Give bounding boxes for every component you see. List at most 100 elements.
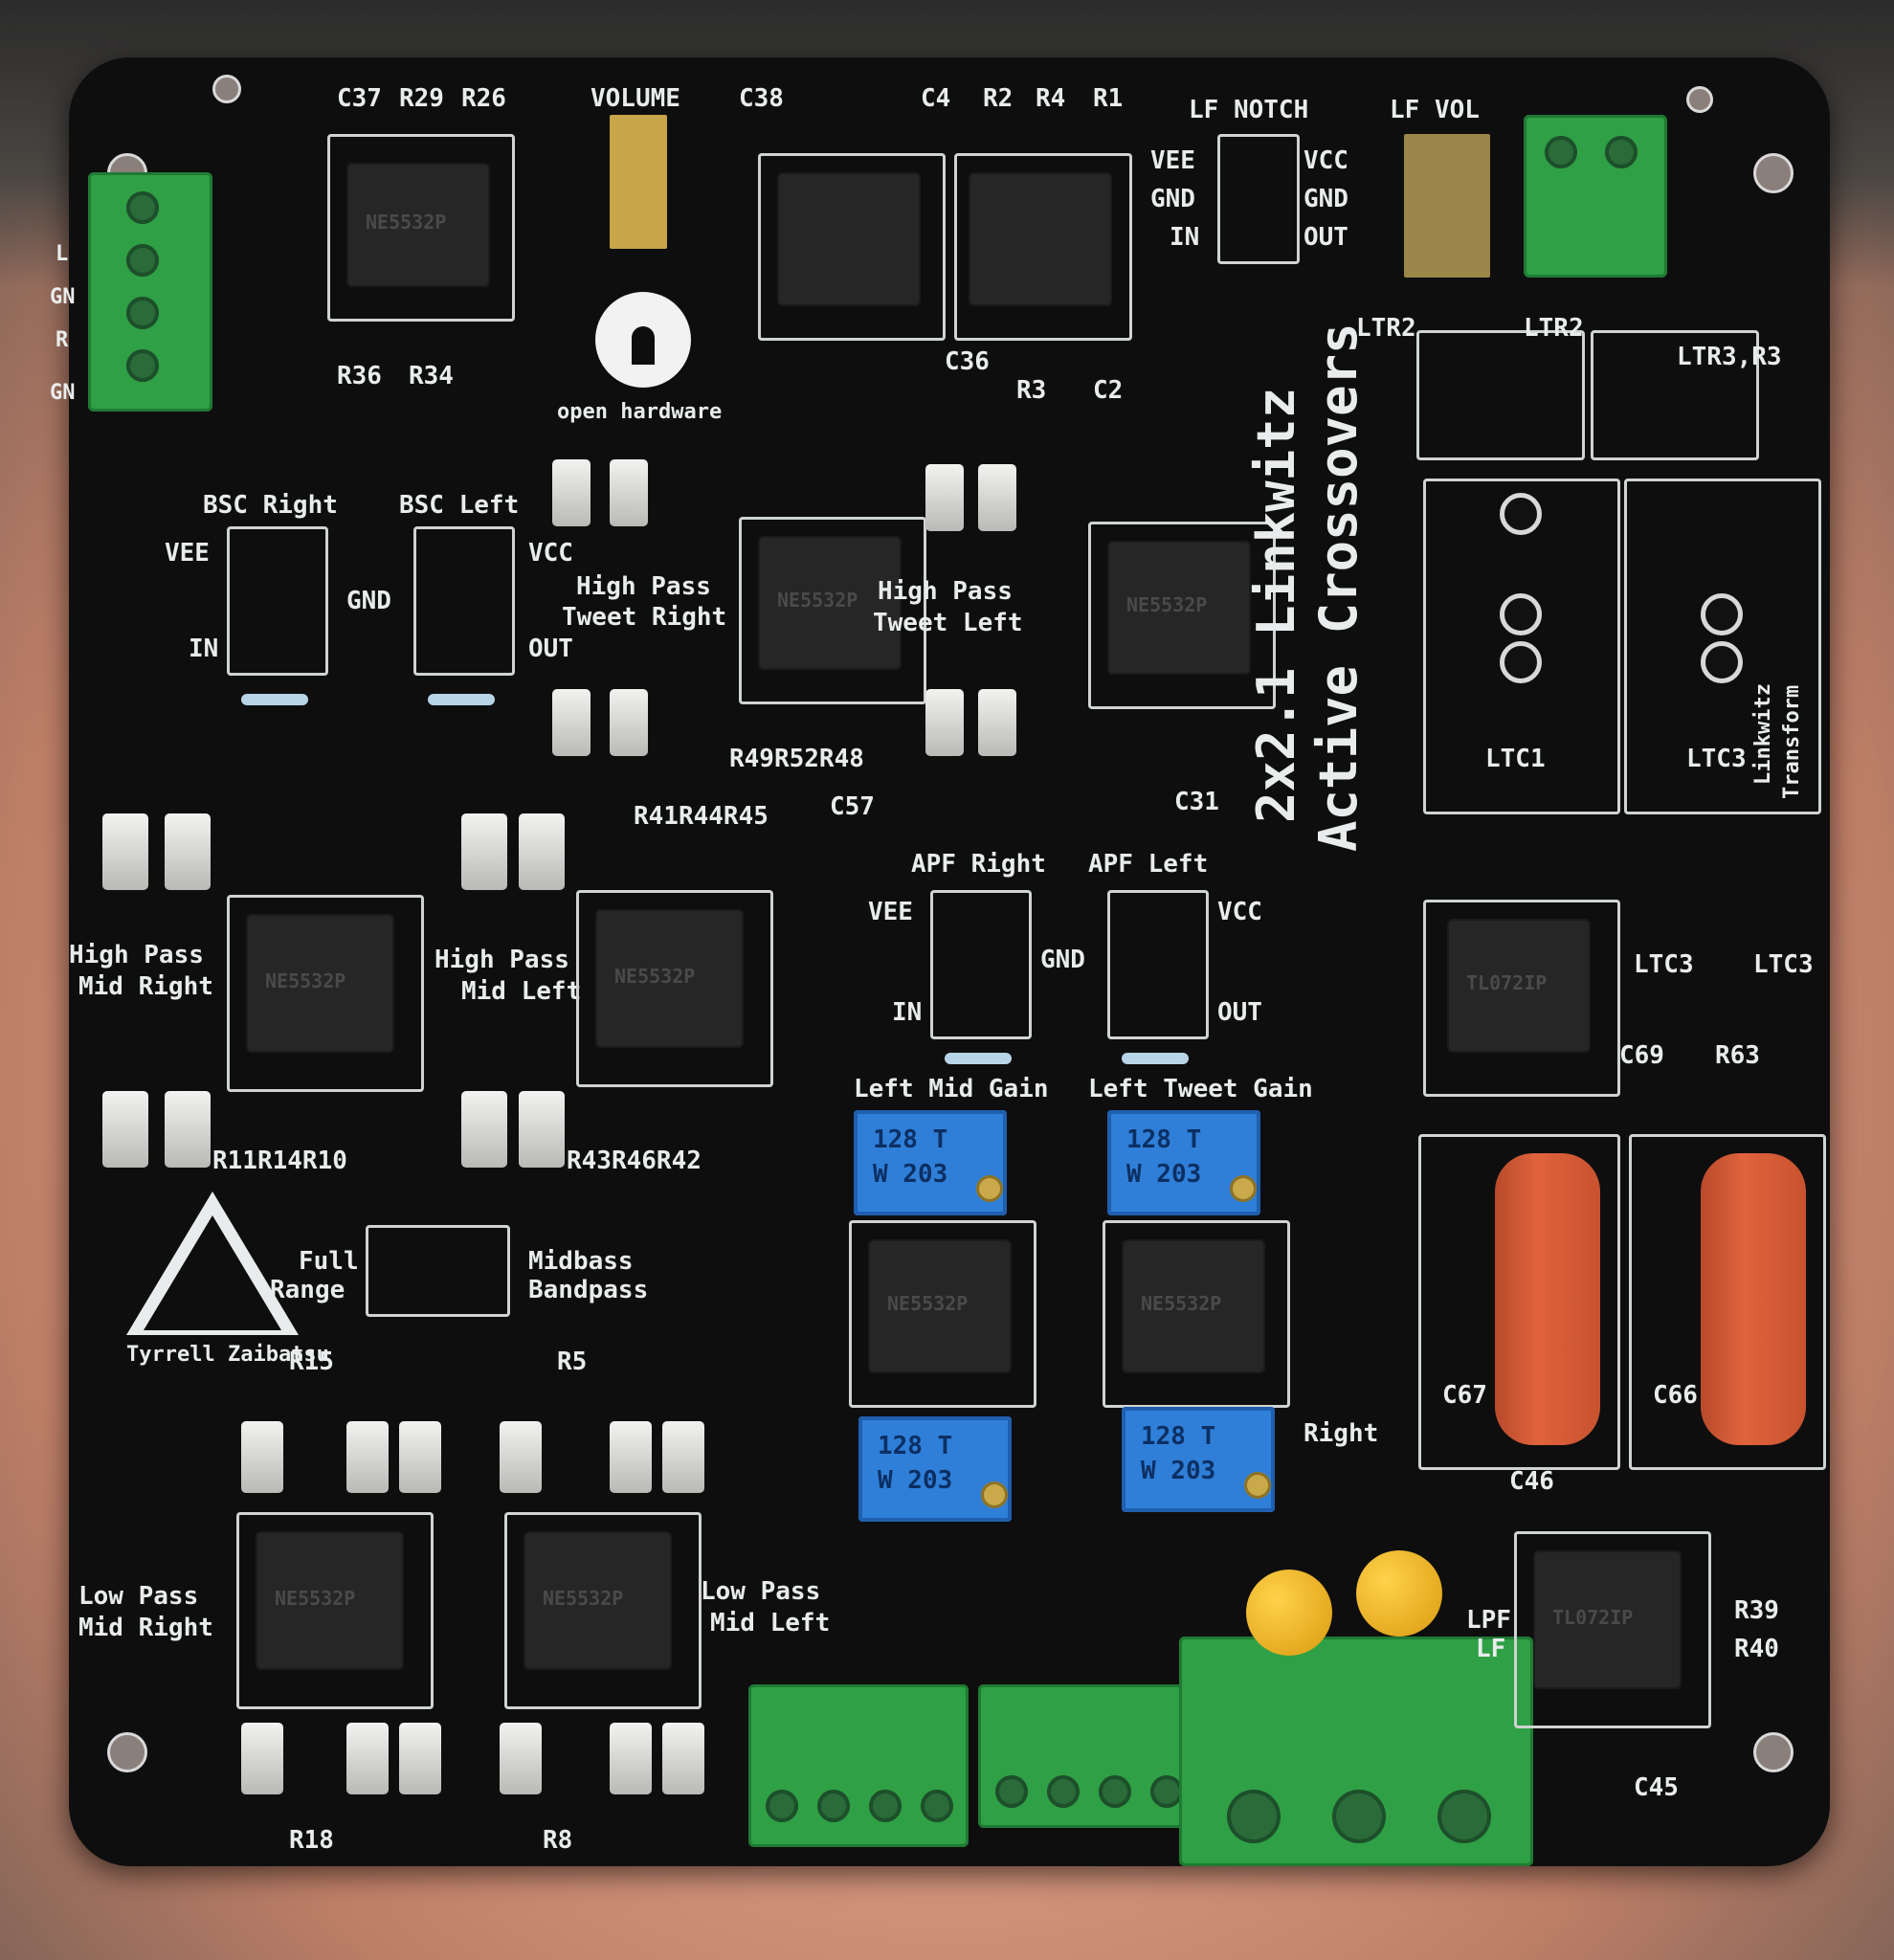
trimmer-mark: W 203 <box>1126 1160 1202 1189</box>
ic-outline <box>504 1512 702 1709</box>
label-bsc-right: BSC Right <box>203 491 338 520</box>
ic-outline <box>576 890 773 1087</box>
label-hp-mid-right-1: High Pass <box>69 941 204 969</box>
ic-outline <box>227 895 424 1092</box>
solder-jumper <box>945 1053 1012 1064</box>
ic-outline <box>849 1220 1036 1408</box>
chip-mark: TL072IP <box>1466 971 1548 994</box>
trimmer-screw[interactable] <box>1244 1472 1271 1499</box>
mounting-hole <box>1753 1732 1794 1772</box>
trimmer-screw[interactable] <box>1230 1175 1257 1202</box>
refdes-c31: C31 <box>1174 788 1219 816</box>
label-lf: LF <box>1476 1635 1506 1663</box>
label-out: OUT <box>528 635 573 663</box>
opamp-ic <box>969 172 1112 306</box>
smd-inductor <box>519 813 565 890</box>
smd-inductor <box>346 1723 389 1794</box>
chip-mark: NE5532P <box>366 211 447 234</box>
smd-inductor <box>102 1091 148 1168</box>
trimmer-mark: W 203 <box>878 1466 953 1495</box>
bsc-left-footprint <box>413 526 515 676</box>
label-lp-mid-left-2: Mid Left <box>710 1609 831 1637</box>
chip-mark: NE5532P <box>777 589 858 612</box>
refdes-ltc3: LTC3 <box>1686 745 1747 773</box>
output-terminal-right <box>748 1684 969 1847</box>
lf-vol-header <box>1404 134 1490 278</box>
refdes-r36: R36 <box>337 362 382 390</box>
th-pad <box>1500 593 1542 635</box>
label-full: Full <box>299 1247 359 1276</box>
label-gnd: GND <box>1040 946 1085 974</box>
trimmer-screw[interactable] <box>981 1481 1008 1508</box>
mounting-hole <box>107 1732 147 1772</box>
trimmer-right-mid-gain[interactable]: 128 T W 203 <box>858 1416 1012 1522</box>
label-volume: VOLUME <box>590 84 680 113</box>
label-lp-mid-right-1: Low Pass <box>78 1582 199 1611</box>
label-vcc: VCC <box>1217 898 1262 926</box>
refdes-c4: C4 <box>921 84 951 113</box>
th-pad <box>1701 593 1743 635</box>
refdes-ltc3b: LTC3 <box>1634 950 1694 979</box>
refdes-c69: C69 <box>1619 1041 1664 1070</box>
refdes-ltr2: LTR2 <box>1356 314 1416 343</box>
label-hp-tweet-left-2: Tweet Left <box>873 609 1023 637</box>
opamp-ic: NE5532P <box>346 163 490 287</box>
refdes-r4: R4 <box>1036 84 1066 113</box>
refdes-r3: R3 <box>1016 376 1047 405</box>
refdes-r11r14r10: R11R14R10 <box>212 1147 347 1175</box>
terminal-screw <box>1099 1775 1131 1808</box>
refdes-r18: R18 <box>289 1826 334 1855</box>
trimmer-left-mid-gain[interactable]: 128 T W 203 <box>854 1110 1007 1215</box>
terminal-screw <box>1605 136 1638 168</box>
label-lp-mid-left-1: Low Pass <box>701 1577 821 1606</box>
refdes-c2: C2 <box>1093 376 1124 405</box>
chip-mark: NE5532P <box>265 969 346 992</box>
board-title-2: Active Crossovers <box>1308 323 1369 852</box>
jumper-block[interactable] <box>366 1225 510 1317</box>
opamp-ic: TL072IP <box>1447 919 1591 1053</box>
label-lf-notch: LF NOTCH <box>1189 96 1309 124</box>
ic-outline <box>1514 1531 1711 1728</box>
opamp-ic: NE5532P <box>1122 1239 1265 1373</box>
chip-mark: TL072IP <box>1552 1606 1634 1629</box>
refdes-r39: R39 <box>1734 1596 1779 1625</box>
smd-inductor <box>552 689 590 756</box>
refdes-c36: C36 <box>945 347 990 376</box>
ic-outline <box>954 153 1132 341</box>
volume-header <box>610 115 667 249</box>
label-vee: VEE <box>165 539 210 568</box>
trimmer-right-tweet-gain[interactable]: 128 T W 203 <box>1122 1407 1275 1512</box>
smd-inductor <box>610 459 648 526</box>
smd-inductor <box>399 1421 441 1493</box>
left-screw-terminal <box>88 172 212 412</box>
bsc-right-footprint <box>227 526 328 676</box>
refdes-ltr2b: LTR2 <box>1524 314 1584 343</box>
brand-name: Tyrrell Zaibatsu <box>126 1343 329 1367</box>
terminal-screw <box>766 1790 798 1822</box>
smd-inductor <box>552 459 590 526</box>
trimmer-left-tweet-gain[interactable]: 128 T W 203 <box>1107 1110 1260 1215</box>
smd-inductor <box>662 1723 704 1794</box>
apf-right-footprint <box>930 890 1032 1039</box>
mounting-hole <box>1686 86 1713 113</box>
label-hp-tweet-right-1: High Pass <box>576 572 711 601</box>
opamp-ic: NE5532P <box>595 909 744 1048</box>
trimmer-mark: 128 T <box>1126 1125 1202 1154</box>
label-vcc: VCC <box>1304 146 1348 175</box>
label-right-tweet-1: Right <box>1304 1419 1379 1448</box>
label-left-mid-gain: Left Mid Gain <box>854 1075 1049 1103</box>
smd-inductor <box>519 1091 565 1168</box>
label-in: IN <box>189 635 219 663</box>
trimmer-mark: 128 T <box>1141 1422 1216 1451</box>
smd-inductor <box>978 689 1016 756</box>
top-right-terminal <box>1524 115 1667 278</box>
chip-mark: NE5532P <box>614 965 696 988</box>
trimmer-screw[interactable] <box>976 1175 1003 1202</box>
label-vcc: VCC <box>528 539 573 568</box>
refdes-c45: C45 <box>1634 1773 1679 1802</box>
solder-jumper <box>241 694 308 705</box>
mounting-hole <box>212 75 241 103</box>
refdes-r63: R63 <box>1715 1041 1760 1070</box>
label-linkwitz-1: Linkwitz <box>1751 683 1775 785</box>
smd-inductor <box>925 464 964 531</box>
